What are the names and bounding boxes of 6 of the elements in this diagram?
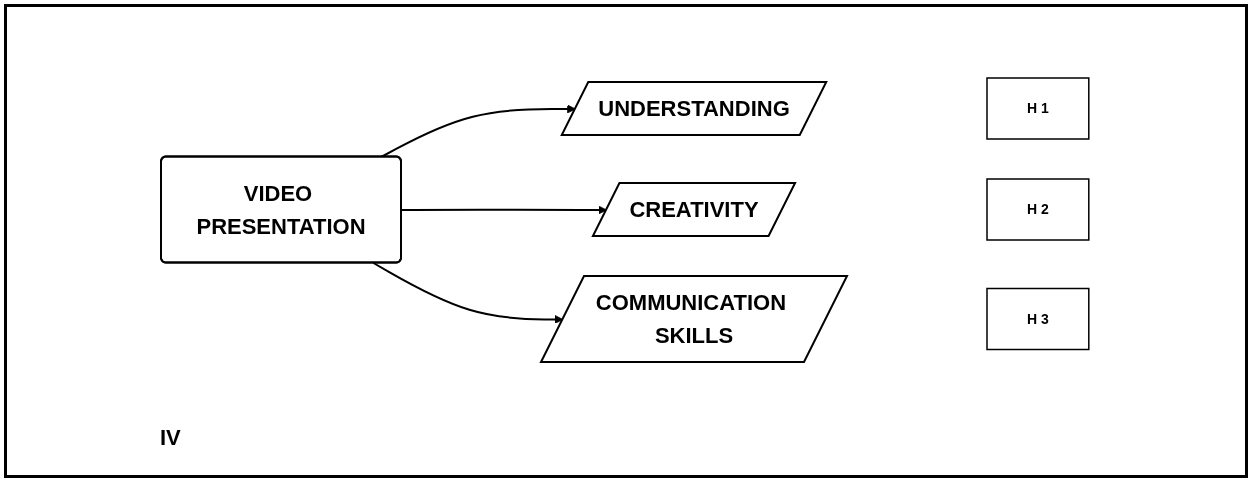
variable-label: IV <box>160 425 181 450</box>
arrow <box>372 262 564 324</box>
node-box: H 1 <box>986 77 1090 140</box>
arrow <box>380 104 576 158</box>
node-box: H 2 <box>986 178 1090 241</box>
node-box: H 3 <box>986 287 1090 351</box>
